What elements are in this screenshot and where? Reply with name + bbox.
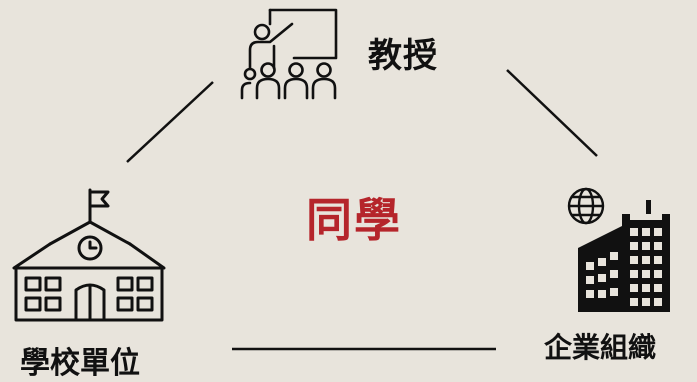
- line-professor-enterprise: [506, 69, 598, 157]
- line-school-professor: [126, 81, 214, 163]
- teacher-classroom-icon: [240, 8, 338, 100]
- school-label: 學校單位: [20, 346, 140, 381]
- enterprise-label: 企業組織: [544, 331, 657, 364]
- school-building-icon: [12, 188, 166, 322]
- center-label: 同學: [306, 193, 402, 247]
- corporate-buildings-globe-icon: [567, 187, 670, 312]
- professor-label: 教授: [368, 36, 438, 76]
